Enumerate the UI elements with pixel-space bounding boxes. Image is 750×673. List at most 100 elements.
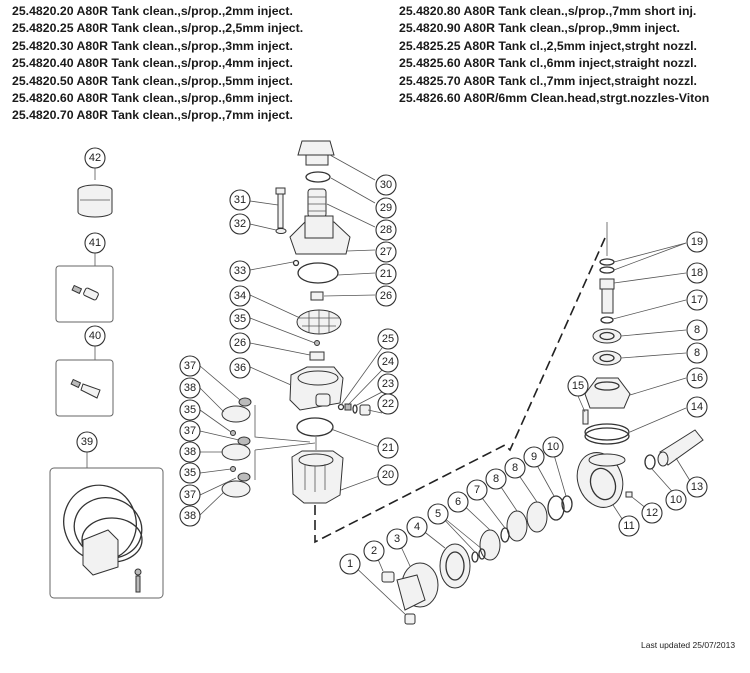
svg-text:35: 35 [184,467,196,479]
head-part-3 [396,562,439,611]
svg-text:1: 1 [347,558,353,570]
callout-23: 23 [377,373,399,395]
cover-part-27 [289,215,351,255]
svg-text:10: 10 [670,494,682,506]
shaft-ring-set [439,495,573,589]
seal-6 [479,529,501,561]
parts-list-left: 25.4820.20 A80R Tank clean.,s/prop.,2mm … [12,3,303,125]
svg-text:9: 9 [531,451,537,463]
callout-35b: 35 [179,462,201,484]
callout-8d: 8 [485,468,507,490]
callout-12: 12 [641,502,663,524]
svg-text:13: 13 [691,481,703,493]
svg-text:10: 10 [547,441,559,453]
svg-text:38: 38 [184,382,196,394]
svg-text:17: 17 [691,294,703,306]
svg-text:39: 39 [81,436,93,448]
svg-text:41: 41 [89,237,101,249]
callout-8b: 8 [686,342,708,364]
callout-9: 9 [523,446,545,468]
part-entry: 25.4820.30 A80R Tank clean.,s/prop.,3mm … [12,38,293,53]
bearing-8a [592,328,622,344]
callout-39: 39 [76,431,98,453]
callout-42: 42 [84,147,106,169]
part-entry: 25.4820.40 A80R Tank clean.,s/prop.,4mm … [12,56,293,71]
callout-35a: 35 [179,399,201,421]
filter-part-28 [307,188,327,218]
callout-8a: 8 [686,319,708,341]
ball-35 [314,340,320,346]
callout-25: 25 [377,328,399,350]
svg-text:33: 33 [234,265,246,277]
svg-text:38: 38 [184,510,196,522]
svg-text:37: 37 [184,425,196,437]
svg-text:22: 22 [382,398,394,410]
callout-24: 24 [377,351,399,373]
grease-pot-part [77,184,113,218]
svg-text:18: 18 [691,267,703,279]
svg-text:29: 29 [380,202,392,214]
part-entry: 25.4820.50 A80R Tank clean.,s/prop.,5mm … [12,73,293,88]
svg-text:25: 25 [382,333,394,345]
callout-40: 40 [84,325,106,347]
svg-text:19: 19 [691,236,703,248]
callout-21b: 21 [377,437,399,459]
callout-5: 5 [427,503,449,525]
svg-text:6: 6 [455,496,461,508]
part-entry: 25.4825.25 A80R Tank cl.,2,5mm inject,st… [399,38,697,53]
callout-2: 2 [363,540,385,562]
callout-15: 15 [567,375,589,397]
callout-30: 30 [375,174,397,196]
svg-text:4: 4 [414,521,420,533]
callout-20: 20 [377,464,399,486]
housing-part-11 [576,452,626,508]
callout-13: 13 [686,476,708,498]
callout-1: 1 [339,553,361,575]
callout-18: 18 [686,262,708,284]
part-entry: 25.4820.20 A80R Tank clean.,s/prop.,2mm … [12,4,293,18]
callout-37a: 37 [179,355,201,377]
svg-text:32: 32 [234,218,246,230]
svg-text:15: 15 [572,380,584,392]
callout-31: 31 [229,189,251,211]
part-entry: 25.4820.80 A80R Tank clean.,s/prop.,7mm … [399,4,697,18]
nozzle-heads-37-38 [221,397,252,498]
svg-text:11: 11 [623,520,634,532]
o-ring-29 [305,171,331,183]
svg-text:16: 16 [691,372,703,384]
svg-text:2: 2 [371,545,377,557]
screw-12 [625,491,633,498]
svg-text:37: 37 [184,489,196,501]
callout-11: 11 [618,515,640,537]
callout-10a: 10 [665,489,687,511]
bushing-26 [310,291,324,301]
circlip-9 [547,495,565,521]
nozzle-part-40 [70,378,101,399]
callout-38a: 38 [179,377,201,399]
svg-text:42: 42 [89,152,101,164]
svg-text:8: 8 [694,347,700,359]
swivel-part-13 [657,429,704,467]
bearing-8b [592,350,622,366]
parts-list-right: 25.4820.80 A80R Tank clean.,s/prop.,7mm … [399,3,709,107]
o-ring-10b [561,495,573,513]
svg-text:35: 35 [234,313,246,325]
callout-38c: 38 [179,505,201,527]
callout-28: 28 [375,219,397,241]
svg-text:23: 23 [382,378,394,390]
part-entry: 25.4820.90 A80R Tank clean.,s/prop.,9mm … [399,21,680,36]
rotor-part-34 [296,309,342,335]
part-entry: 25.4820.25 A80R Tank clean.,s/prop.,2,5m… [12,21,304,36]
bolt-part-31 [275,187,287,234]
callout-34: 34 [229,285,251,307]
callout-6: 6 [447,491,469,513]
callout-22: 22 [377,393,399,415]
o-ring-19a [599,258,615,266]
fitting-part-30 [297,140,335,166]
ring-7 [500,527,510,543]
svg-text:8: 8 [694,324,700,336]
callout-35: 35 [229,308,251,330]
callout-32: 32 [229,213,251,235]
callout-38b: 38 [179,441,201,463]
callout-14: 14 [686,396,708,418]
